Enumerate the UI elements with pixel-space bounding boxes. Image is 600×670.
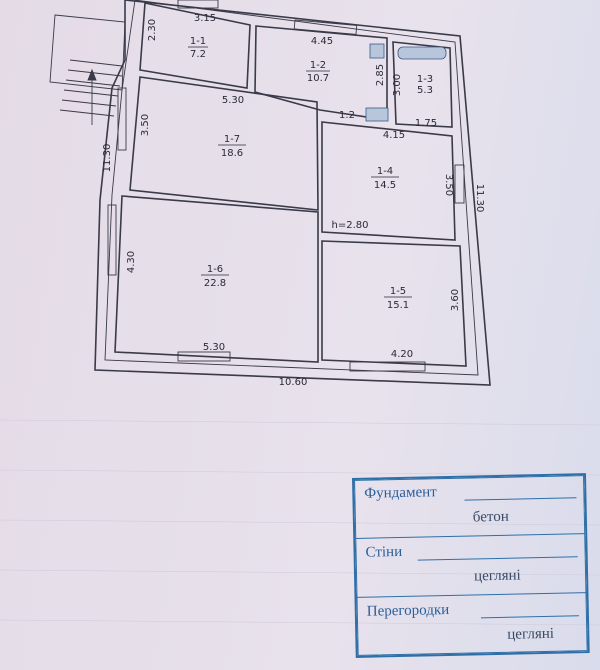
paper-grid [0, 419, 600, 626]
stamp-row-partitions: Перегородки цегляні [357, 593, 588, 656]
dimension: 5.30 [222, 95, 244, 106]
ceiling-height: h=2.80 [332, 220, 369, 231]
dimension: 10.60 [279, 377, 308, 388]
dimension: 2.30 [147, 19, 158, 41]
windows [107, 0, 465, 372]
room-id: 1-2 [310, 60, 326, 71]
materials-stamp: Фундамент бетон Стіни цегляні Перегородк… [352, 473, 590, 658]
room-id: 1-4 [377, 166, 393, 177]
room-area: 10.7 [307, 73, 329, 84]
fill-line [480, 615, 579, 619]
dimension: 1.2 [339, 110, 355, 121]
room-1-1 [139, 2, 251, 89]
room-1-6 [114, 195, 319, 363]
dimension: 11.30 [102, 144, 113, 173]
stamp-row-foundation: Фундамент бетон [354, 475, 586, 539]
foundation-value: бетон [472, 508, 509, 526]
dimension: 3.50 [140, 114, 151, 136]
room-area: 14.5 [374, 180, 396, 191]
dimension: 2.85 [375, 64, 386, 86]
room-id: 1-6 [207, 264, 223, 275]
dimension: 4.45 [311, 36, 333, 47]
walls-value: цегляні [473, 567, 521, 585]
room-1-4 [321, 121, 456, 241]
dimension: 4.15 [383, 130, 405, 141]
room-id: 1-3 [417, 74, 433, 85]
room-id: 1-1 [190, 36, 206, 47]
dimension-labels: 3.15 2.30 4.45 2.85 3.00 5.30 1.2 1.75 4… [102, 13, 485, 388]
dimension: 4.20 [391, 349, 413, 360]
partitions-value: цегляні [507, 625, 555, 643]
foundation-label: Фундамент [364, 484, 437, 502]
dimension: 3.00 [392, 74, 403, 96]
dimension: 11.30 [474, 184, 485, 213]
room-area: 22.8 [204, 278, 226, 289]
dimension: 3.15 [194, 13, 216, 24]
room-1-7 [129, 76, 319, 211]
room-area: 15.1 [387, 300, 409, 311]
dimension: 3.60 [450, 289, 461, 311]
walls-label: Стіни [365, 543, 403, 561]
room-1-3 [392, 41, 453, 128]
room-1-2 [254, 25, 388, 121]
partitions-label: Перегородки [366, 601, 450, 620]
entrance-stairs [49, 14, 126, 125]
fill-line [464, 497, 577, 501]
room-id: 1-7 [224, 134, 240, 145]
dimension: 4.30 [126, 251, 137, 273]
fill-line [417, 556, 578, 561]
dimension: 1.75 [415, 118, 437, 129]
room-1-5 [321, 240, 467, 367]
room-area: 5.3 [417, 85, 433, 96]
dimension: 3.50 [443, 174, 454, 196]
room-id: 1-5 [390, 286, 406, 297]
room-area: 18.6 [221, 148, 243, 159]
sanitary-fixtures [365, 43, 447, 122]
room-labels: 1-1 7.2 1-2 10.7 1-3 5.3 1-7 18.6 1-4 14… [188, 36, 433, 311]
stamp-row-walls: Стіни цегляні [355, 534, 587, 598]
room-area: 7.2 [190, 49, 206, 60]
dimension: 5.30 [203, 342, 225, 353]
